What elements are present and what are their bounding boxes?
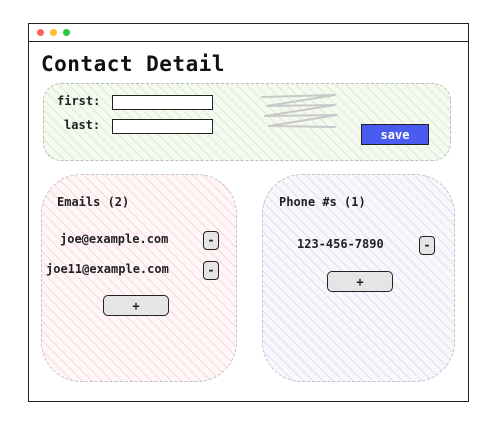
last-name-label: last: xyxy=(64,118,101,132)
zoom-window-button[interactable] xyxy=(63,29,70,36)
name-panel: first: last: save xyxy=(43,83,451,161)
last-name-input[interactable] xyxy=(112,119,213,134)
first-name-input[interactable] xyxy=(112,95,213,110)
close-window-button[interactable] xyxy=(37,29,44,36)
remove-email-button[interactable]: - xyxy=(203,261,219,280)
remove-phone-button[interactable]: - xyxy=(419,236,435,255)
add-email-button[interactable]: + xyxy=(103,295,169,316)
remove-email-button[interactable]: - xyxy=(203,231,219,250)
add-phone-button[interactable]: + xyxy=(327,271,393,292)
page-title: Contact Detail xyxy=(41,52,226,76)
emails-panel: Emails (2) joe@example.com - joe11@examp… xyxy=(41,174,237,382)
phones-panel: Phone #s (1) 123-456-7890 - + xyxy=(262,174,455,382)
emails-heading: Emails (2) xyxy=(57,195,130,209)
email-address: joe@example.com xyxy=(60,232,169,246)
minimize-window-button[interactable] xyxy=(50,29,57,36)
phone-number: 123-456-7890 xyxy=(297,237,384,251)
app-window: Contact Detail first: last: save Emails … xyxy=(28,23,469,402)
title-bar xyxy=(29,24,468,42)
email-address: joe11@example.com xyxy=(46,262,169,276)
placeholder-scribble xyxy=(261,94,338,128)
save-button[interactable]: save xyxy=(361,124,429,145)
phones-heading: Phone #s (1) xyxy=(279,195,366,209)
first-name-label: first: xyxy=(57,94,101,108)
